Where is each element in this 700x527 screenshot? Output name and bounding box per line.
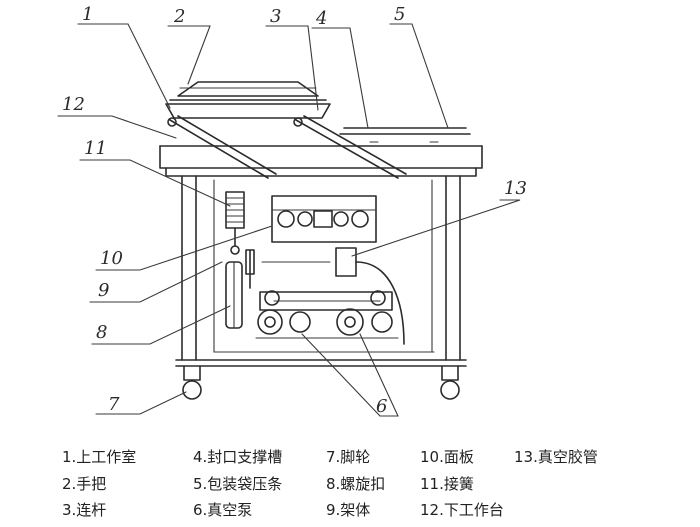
legend-item: 5.包装袋压条	[193, 475, 283, 493]
leader-lines	[57, 23, 521, 417]
callout-numbers: 1 2 3 4 5 12 11 13 10 9 8 7 6	[62, 4, 527, 417]
legend-item: 12.下工作台	[420, 501, 504, 519]
vacuum-hose	[261, 247, 405, 345]
spring	[225, 191, 245, 255]
callout-3: 3	[270, 6, 281, 27]
legend-item: 10.面板	[420, 448, 474, 466]
frame	[175, 175, 467, 367]
casters	[182, 365, 460, 400]
legend-item: 7.脚轮	[326, 448, 371, 466]
vacuum-packer-drawing: 1 2 3 4 5 12 11 13 10 9 8 7 6	[57, 4, 527, 417]
legend-item: 13.真空胶管	[514, 448, 598, 466]
callout-2: 2	[173, 6, 185, 27]
legend-item: 4.封口支撑槽	[193, 448, 283, 466]
callout-12: 12	[62, 94, 85, 115]
callout-9: 9	[98, 280, 109, 301]
turnbuckle	[225, 249, 255, 329]
callout-5: 5	[394, 4, 405, 25]
callout-13: 13	[504, 178, 527, 199]
legend-item: 11.接簧	[420, 475, 474, 493]
parts-legend: 1.上工作室 2.手把 3.连杆 4.封口支撑槽 5.包装袋压条 6.真空泵 7…	[62, 442, 692, 524]
callout-1: 1	[82, 4, 93, 25]
upper-chamber	[165, 81, 331, 119]
callout-6: 6	[376, 396, 387, 417]
lower-worktable	[159, 145, 483, 177]
callout-8: 8	[96, 322, 107, 343]
callout-10: 10	[100, 248, 123, 269]
seal-support	[339, 127, 471, 143]
legend-item: 6.真空泵	[193, 501, 253, 519]
legend-item: 8.螺旋扣	[326, 475, 386, 493]
callout-4: 4	[315, 8, 327, 29]
callout-11: 11	[84, 138, 107, 159]
control-panel	[271, 195, 377, 243]
vacuum-pumps	[255, 290, 399, 339]
callout-7: 7	[108, 394, 120, 415]
legend-item: 2.手把	[62, 475, 107, 493]
legend-item: 1.上工作室	[62, 448, 137, 466]
legend-item: 9.架体	[326, 501, 371, 519]
legend-item: 3.连杆	[62, 501, 107, 519]
